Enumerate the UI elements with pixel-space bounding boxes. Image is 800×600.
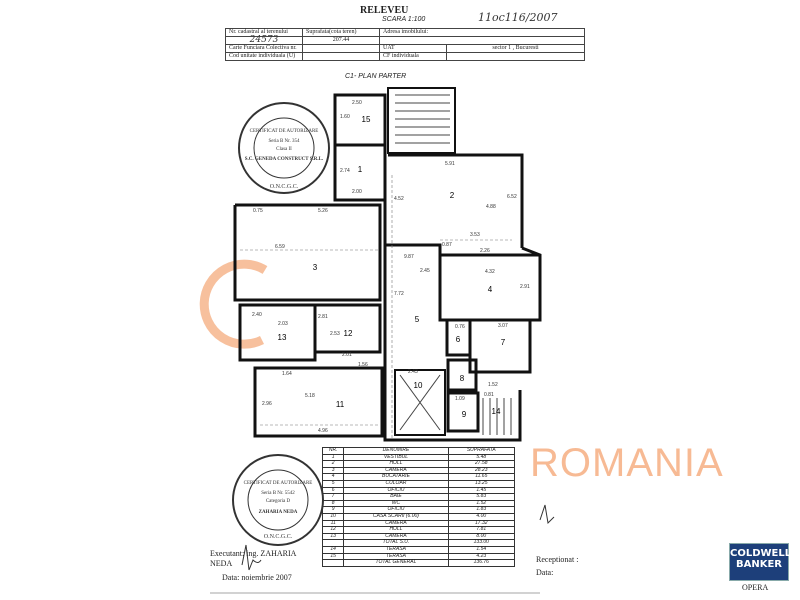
table-cell: 13 <box>321 532 345 541</box>
signature <box>539 504 555 525</box>
dimension: 4.88 <box>486 204 496 210</box>
dimension: 5.26 <box>318 208 328 214</box>
room-number-4: 4 <box>488 285 493 294</box>
table-cell: 136.76 <box>447 559 516 567</box>
room-number-2: 2 <box>450 191 455 200</box>
dimension: 2.26 <box>480 248 490 254</box>
room-number-11: 11 <box>336 400 345 409</box>
dimension: 4.52 <box>394 196 404 202</box>
table-cell: 14 <box>321 545 345 554</box>
room-number-1: 1 <box>358 165 363 174</box>
stamp-text: O.N.C.G.C. <box>264 534 293 540</box>
dimension: 1.09 <box>455 396 465 402</box>
stamp-text: Categoria D <box>266 499 291 504</box>
room-number-5: 5 <box>415 315 420 324</box>
dimension: 3.53 <box>470 232 480 238</box>
dimension: 5.18 <box>305 393 315 399</box>
dimension: 1.64 <box>282 371 292 377</box>
table-cell <box>321 559 345 567</box>
cf-value <box>446 52 585 61</box>
dimension: 7.72 <box>394 291 404 297</box>
authorization-stamp-1: CERTIFICAT DE AUTORIZARE Seria B Nr. 354… <box>238 102 330 194</box>
dimension: 4.96 <box>318 428 328 434</box>
dimension: 2.53 <box>330 331 340 337</box>
dimension: 3.07 <box>498 323 508 329</box>
receptionat-label: Receptionat : <box>536 555 579 564</box>
dimension: 9.87 <box>404 254 414 260</box>
stamp-text: CERTIFICAT DE AUTORIZARE <box>244 481 313 486</box>
dimension: 1.52 <box>488 382 498 388</box>
dimension-labels: 2.50 1.60 2.74 2.00 5.91 6.52 4.88 0.75 … <box>252 100 530 434</box>
coldwell-banker-logo: COLDWELL BANKER <box>729 543 792 581</box>
room-number-14: 14 <box>492 407 501 416</box>
dimension: 2.03 <box>278 321 288 327</box>
stamp-text: O.N.C.G.C. <box>270 184 299 190</box>
room-number-12: 12 <box>344 329 353 338</box>
dimension: 5.91 <box>445 161 455 167</box>
room-number-7: 7 <box>501 338 506 347</box>
logo-line1: COLDWELL <box>730 548 792 559</box>
dimension: 1.60 <box>340 114 350 120</box>
dimension: 2.40 <box>252 312 262 318</box>
stamp-text: S.C. GENEDA CONSTRUCT S.R.L. <box>245 157 324 162</box>
logo-caption: OPERA <box>742 583 769 592</box>
room-number-3: 3 <box>313 263 318 272</box>
stamp-text: Seria B Nr. 5542 <box>261 491 295 496</box>
dimension: 1.56 <box>358 362 368 368</box>
table-cell: TERASA <box>343 545 449 554</box>
dimension: 2.91 <box>520 284 530 290</box>
wall-vestibul <box>333 93 387 202</box>
executant-date: Data: noiembrie 2007 <box>222 573 292 582</box>
stamp-text: CERTIFICAT DE AUTORIZARE <box>250 129 319 134</box>
room-number-6: 6 <box>456 335 461 344</box>
stamp-text: Clasa II <box>276 147 292 152</box>
dimension: 2.00 <box>352 189 362 195</box>
stair-hatching <box>395 94 512 435</box>
dimension: 2.01 <box>342 352 352 358</box>
cadastral-header-table: Nr. cadastral al terenului Suprafata(cot… <box>225 28 585 61</box>
table-cell: 1.54 <box>447 545 516 554</box>
dimension: 4.32 <box>485 269 495 275</box>
dimension: 0.81 <box>484 392 494 398</box>
document-title: RELEVEU <box>360 5 409 16</box>
room-number-13: 13 <box>278 333 287 342</box>
dimension: 2.45 <box>420 268 430 274</box>
table-cell: 15 <box>321 552 345 561</box>
dimension: 2.43 <box>408 369 418 375</box>
dimension: 0.87 <box>442 242 452 248</box>
plan-title: C1- PLAN PARTER <box>345 73 407 80</box>
dimension: 6.59 <box>275 244 285 250</box>
room-number-9: 9 <box>462 410 467 419</box>
watermark-arc <box>199 259 268 349</box>
dimension: 6.52 <box>507 194 517 200</box>
room-number-10: 10 <box>414 381 423 390</box>
table-cell: TOTAL GENERAL <box>343 559 449 567</box>
dimension: 0.76 <box>455 324 465 330</box>
logo-line2: BANKER <box>735 559 782 570</box>
room-number-8: 8 <box>460 374 465 383</box>
walls <box>233 87 542 442</box>
receptionat-date: Data: <box>536 568 554 577</box>
dimension: 2.50 <box>352 100 362 106</box>
scale-label: SCARA 1:100 <box>382 16 426 23</box>
handwritten-reference: 11oc116/2007 <box>478 11 558 24</box>
executant-label: Executant: ing. ZAHARIA NEDA <box>210 549 296 568</box>
signature-executant <box>241 544 262 571</box>
stamp-text: ZAHARIA NEDA <box>259 510 298 515</box>
dimension: 2.74 <box>340 168 350 174</box>
room-number-15: 15 <box>362 115 371 124</box>
authorization-stamp-2: CERTIFICAT DE AUTORIZARE Seria B Nr. 554… <box>232 454 324 546</box>
watermark-text: ROMANIA <box>530 441 724 485</box>
stamp-text: Seria B Nr. 354 <box>268 139 300 144</box>
dimension: 2.96 <box>262 401 272 407</box>
dimension: 0.75 <box>253 208 263 214</box>
dimension: 2.81 <box>318 314 328 320</box>
